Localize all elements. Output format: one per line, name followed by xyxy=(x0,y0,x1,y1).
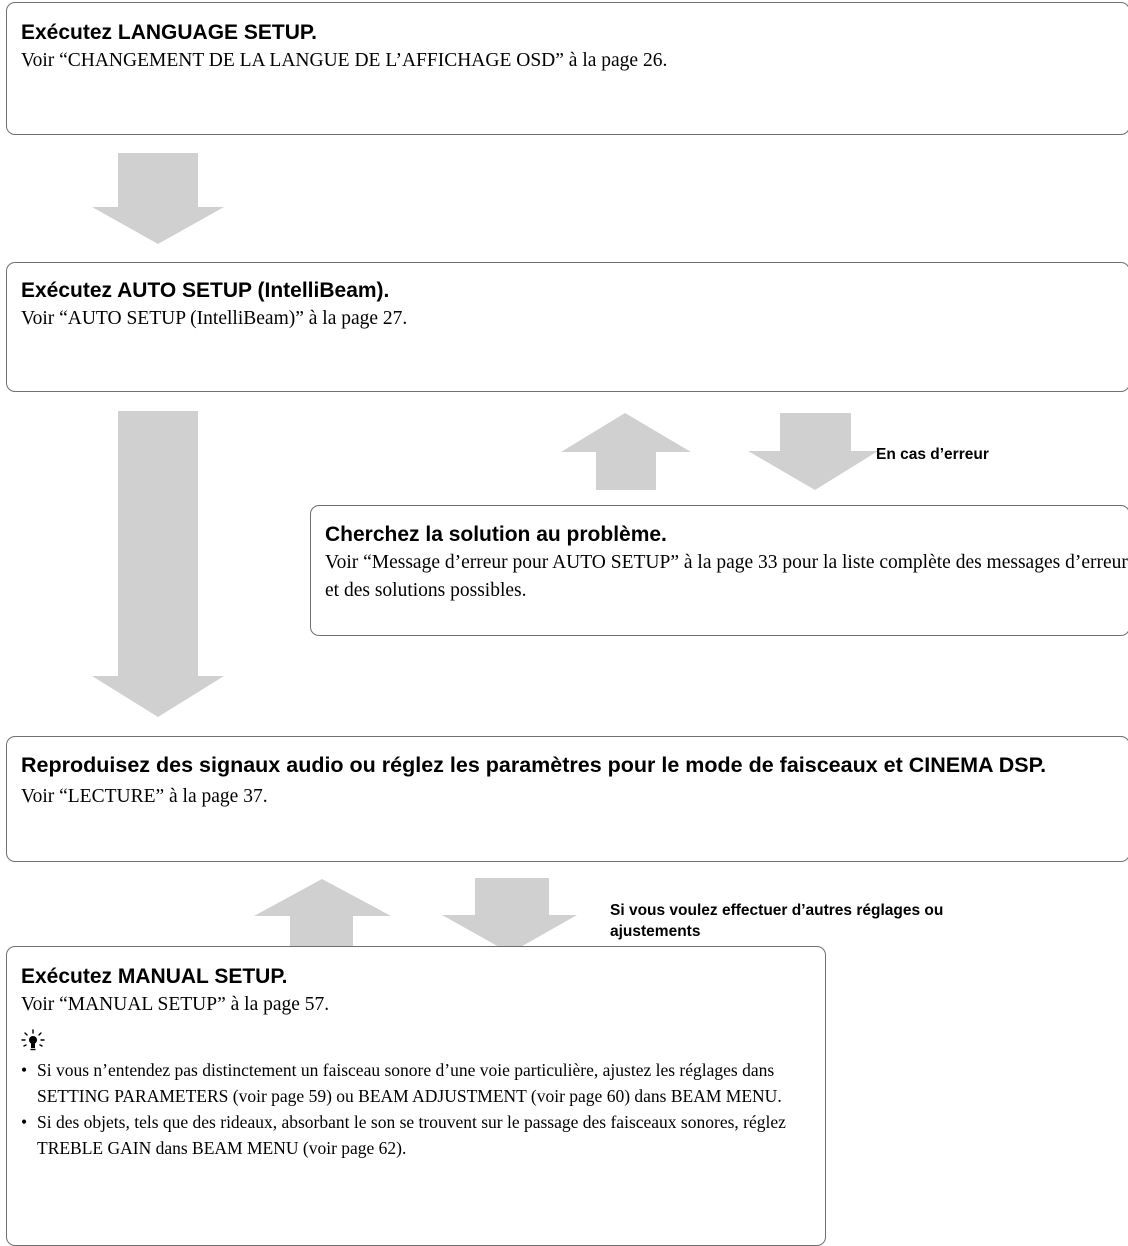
tips-list: Si vous n’entendez pas distinctement un … xyxy=(21,1057,811,1161)
list-item: Si vous n’entendez pas distinctement un … xyxy=(21,1057,811,1109)
arrow-down-error xyxy=(748,413,878,490)
list-item: Si des objets, tels que des rideaux, abs… xyxy=(21,1109,811,1161)
step-text: Voir “Message d’erreur pour AUTO SETUP” … xyxy=(325,552,1128,601)
step-auto-setup: Exécutez AUTO SETUP (IntelliBeam). Voir … xyxy=(6,262,1128,392)
step-text: Voir “AUTO SETUP (IntelliBeam)” à la pag… xyxy=(21,308,408,329)
step-manual-setup: Exécutez MANUAL SETUP. Voir “MANUAL SETU… xyxy=(6,946,826,1246)
step-language-setup: Exécutez LANGUAGE SETUP. Voir “CHANGEMEN… xyxy=(6,2,1128,135)
step-title: Cherchez la solution au problème. xyxy=(325,523,667,546)
step-playback: Reproduisez des signaux audio ou réglez … xyxy=(6,736,1128,862)
step-title: Exécutez LANGUAGE SETUP. xyxy=(21,21,318,44)
step-text: Voir “LECTURE” à la page 37. xyxy=(21,786,268,807)
more-adjustments-label: Si vous voulez effectuer d’autres réglag… xyxy=(610,902,944,940)
step-troubleshoot: Cherchez la solution au problème. Voir “… xyxy=(310,505,1128,636)
lightbulb-tip-icon xyxy=(21,1029,811,1053)
arrow-down-1 xyxy=(92,153,224,244)
arrow-up-back xyxy=(254,879,391,946)
arrow-down-manual xyxy=(442,878,577,953)
step-title: Exécutez MANUAL SETUP. xyxy=(21,965,288,988)
step-title: Reproduisez des signaux audio ou réglez … xyxy=(21,753,1047,777)
step-title: Exécutez AUTO SETUP (IntelliBeam). xyxy=(21,279,390,302)
step-text: Voir “CHANGEMENT DE LA LANGUE DE L’AFFIC… xyxy=(21,50,668,71)
step-text: Voir “MANUAL SETUP” à la page 57. xyxy=(21,994,330,1015)
arrow-up-retry xyxy=(561,413,691,490)
on-error-label: En cas d’erreur xyxy=(876,446,989,463)
arrow-down-2 xyxy=(92,411,224,717)
